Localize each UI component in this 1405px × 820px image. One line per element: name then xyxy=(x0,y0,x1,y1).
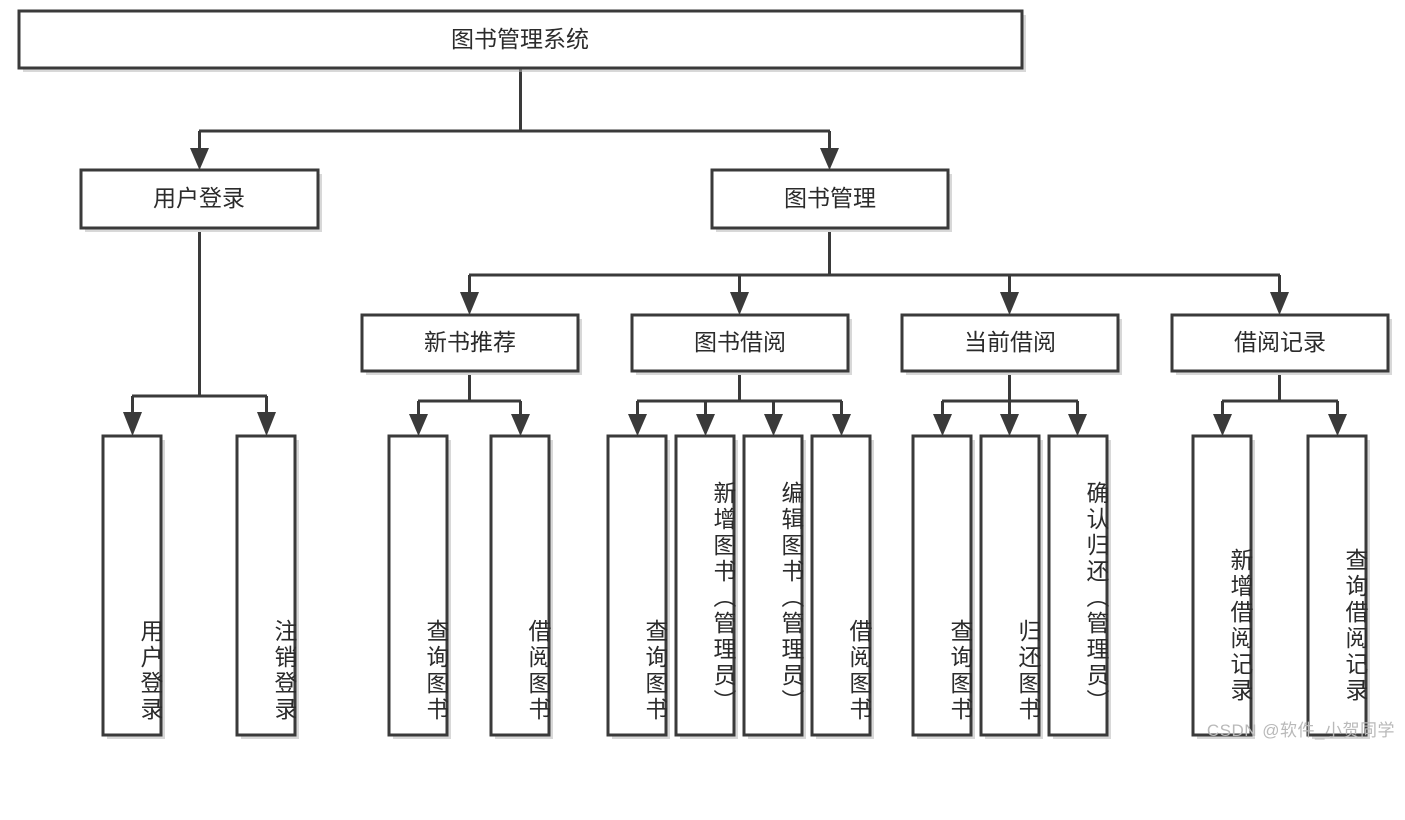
node-user-login[interactable]: 用户登录 xyxy=(79,168,322,232)
leaf-borrow-record-0-box xyxy=(1191,434,1253,737)
leaf-new-book-0-box xyxy=(387,434,449,737)
arrowhead-borrow-leaf-2 xyxy=(764,414,783,436)
node-user-login-label: 用户登录 xyxy=(153,185,245,211)
node-borrow-record[interactable]: 借阅记录 xyxy=(1170,313,1392,375)
leaf-user-login-1[interactable] xyxy=(235,434,299,739)
connector-group-user-login xyxy=(123,232,276,436)
arrowhead-book-mgmt-l3-1 xyxy=(730,292,749,315)
leaf-book-borrow-2[interactable] xyxy=(742,434,806,739)
arrowhead-borrow-record-leaf-0 xyxy=(1213,414,1232,436)
node-book-mgmt-box xyxy=(710,168,950,230)
leaf-user-login-0[interactable] xyxy=(101,434,165,739)
arrowhead-book-mgmt-l3-2 xyxy=(1000,292,1019,315)
leaf-book-borrow-1[interactable] xyxy=(674,434,738,739)
arrowhead-root-to-user-login xyxy=(190,148,209,170)
node-new-book-label: 新书推荐 xyxy=(424,329,516,355)
node-new-book-box xyxy=(360,313,580,373)
leaf-book-borrow-3-box xyxy=(810,434,872,737)
node-book-mgmt-label: 图书管理 xyxy=(784,185,876,211)
node-book-mgmt[interactable]: 图书管理 xyxy=(710,168,952,232)
leaf-new-book-1[interactable] xyxy=(489,434,553,739)
arrowhead-new-book-leaf-0 xyxy=(409,414,428,436)
node-book-borrow-box xyxy=(630,313,850,373)
flowchart-canvas: 图书管理系统 用户登录 图书管理 新书推荐 图书借阅 当前借阅 xyxy=(17,9,1392,739)
leaf-current-borrow-2-box xyxy=(1047,434,1109,737)
leaf-borrow-record-1-box xyxy=(1306,434,1368,737)
arrowhead-borrow-leaf-0 xyxy=(628,414,647,436)
leaf-book-borrow-0-box xyxy=(606,434,668,737)
connector-group-new-book xyxy=(409,375,530,436)
leaf-book-borrow-2-box xyxy=(742,434,804,737)
leaf-new-book-1-box xyxy=(489,434,551,737)
node-user-login-box xyxy=(79,168,320,230)
node-current-borrow-label: 当前借阅 xyxy=(964,329,1056,355)
node-root-label: 图书管理系统 xyxy=(451,26,589,52)
connector-group-root xyxy=(190,68,839,170)
connector-group-book-mgmt xyxy=(460,232,1289,315)
arrowhead-book-mgmt-l3-0 xyxy=(460,292,479,315)
arrowhead-current-borrow-leaf-0 xyxy=(933,414,952,436)
leaf-current-borrow-2[interactable] xyxy=(1047,434,1111,739)
leaf-current-borrow-1-box xyxy=(979,434,1041,737)
node-new-book-recommend[interactable]: 新书推荐 xyxy=(360,313,582,375)
arrowhead-book-mgmt-l3-3 xyxy=(1270,292,1289,315)
leaf-current-borrow-0-box xyxy=(911,434,973,737)
node-current-borrow-box xyxy=(900,313,1120,373)
node-borrow-record-label: 借阅记录 xyxy=(1234,329,1326,355)
leaf-user-login-0-box xyxy=(101,434,163,737)
connector-group-borrow xyxy=(628,375,851,436)
arrowhead-borrow-leaf-3 xyxy=(832,414,851,436)
leaf-borrow-record-0[interactable] xyxy=(1191,434,1255,739)
leaf-book-borrow-1-box xyxy=(674,434,736,737)
node-root-box xyxy=(17,9,1024,70)
node-current-borrow[interactable]: 当前借阅 xyxy=(900,313,1122,375)
node-book-borrow-label: 图书借阅 xyxy=(694,329,786,355)
flowchart-diagram: 图书管理系统 用户登录 图书管理 新书推荐 图书借阅 当前借阅 xyxy=(17,9,1395,740)
arrowhead-current-borrow-leaf-1 xyxy=(1000,414,1019,436)
arrowhead-borrow-record-leaf-1 xyxy=(1328,414,1347,436)
node-root[interactable]: 图书管理系统 xyxy=(17,9,1026,72)
arrowhead-new-book-leaf-1 xyxy=(511,414,530,436)
arrowhead-root-to-book-mgmt xyxy=(820,148,839,170)
leaf-current-borrow-0[interactable] xyxy=(911,434,975,739)
arrowhead-user-login-leaf-0 xyxy=(123,412,142,436)
arrowhead-borrow-leaf-1 xyxy=(696,414,715,436)
arrowhead-current-borrow-leaf-2 xyxy=(1068,414,1087,436)
leaf-user-login-1-box xyxy=(235,434,297,737)
leaf-borrow-record-1[interactable] xyxy=(1306,434,1370,739)
csdn-watermark: CSDN @软件_小贺同学 xyxy=(1206,721,1395,740)
arrowhead-user-login-leaf-1 xyxy=(257,412,276,436)
leaf-new-book-0[interactable] xyxy=(387,434,451,739)
leaf-current-borrow-1[interactable] xyxy=(979,434,1043,739)
connector-group-current-borrow xyxy=(933,375,1087,436)
leaf-book-borrow-0[interactable] xyxy=(606,434,670,739)
connector-group-borrow-record xyxy=(1213,375,1347,436)
node-borrow-record-box xyxy=(1170,313,1390,373)
leaf-book-borrow-3[interactable] xyxy=(810,434,874,739)
node-book-borrow[interactable]: 图书借阅 xyxy=(630,313,852,375)
